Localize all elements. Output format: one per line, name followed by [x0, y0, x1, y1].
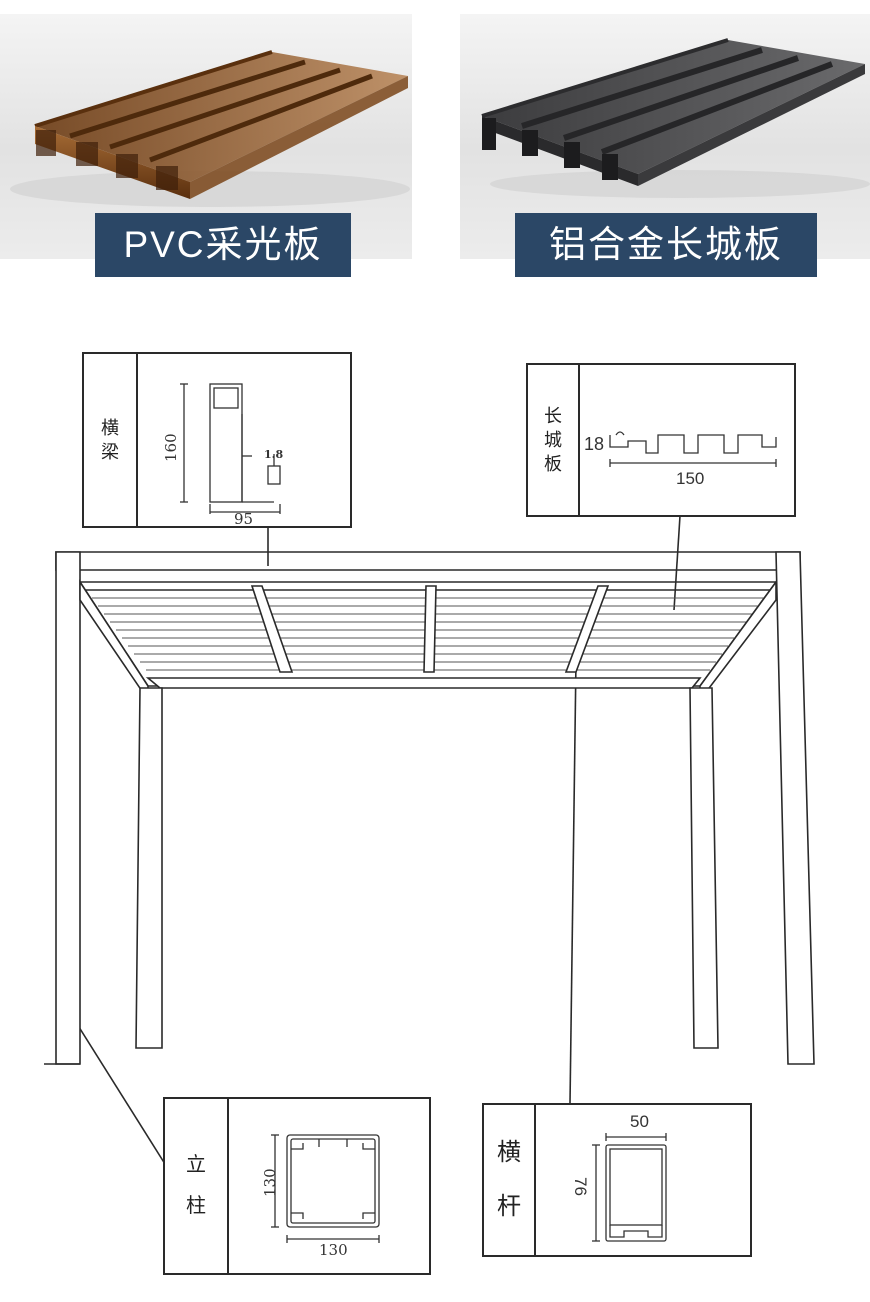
panel-height-label: 18: [584, 434, 605, 454]
pvc-panel-illustration: [10, 50, 410, 207]
panel-leader-line: [673, 515, 681, 611]
rail-leader-line: [569, 659, 577, 1104]
left-back-column: [135, 687, 163, 1049]
purlin-2: [423, 585, 437, 673]
panel-callout: 长 城 板 18 150: [526, 363, 796, 517]
panel-callout-title: 长 城 板: [528, 365, 580, 515]
panel-width-label: 150: [676, 469, 705, 488]
beam-profile-icon: [180, 383, 281, 514]
pvc-panel-photo: [0, 14, 412, 259]
right-back-column: [689, 687, 719, 1049]
purlin-3: [564, 585, 610, 673]
panel-profile-icon: [609, 431, 777, 467]
beam-width-label: 95: [234, 510, 254, 528]
beam-callout-title: 横 梁: [84, 354, 138, 526]
rail-callout: 横 杆 50 76: [482, 1103, 752, 1257]
beam-height-label: 160: [162, 433, 180, 462]
beam-thickness-label: 1.8: [264, 448, 284, 461]
rail-width-label: 50: [630, 1112, 649, 1131]
column-callout: 立 柱 130 130: [163, 1097, 431, 1275]
column-height-label: 130: [261, 1168, 279, 1197]
beam-callout: 横 梁 160 1.8 95: [82, 352, 352, 528]
column-callout-title: 立 柱: [165, 1099, 229, 1273]
right-front-column: [775, 551, 815, 1065]
column-width-label: 130: [319, 1241, 348, 1259]
aluminum-panel-label: 铝合金长城板: [515, 213, 817, 277]
rail-profile-icon: [592, 1133, 667, 1242]
left-front-column: [55, 551, 81, 1065]
pvc-panel-label: PVC采光板: [95, 213, 351, 277]
aluminum-panel-illustration: [481, 38, 870, 198]
purlin-1: [250, 585, 294, 673]
column-leader-line: [71, 1015, 166, 1165]
top-beam: [55, 551, 801, 571]
rail-callout-title: 横 杆: [484, 1105, 536, 1255]
rail-height-label: 76: [571, 1177, 590, 1196]
column-profile-icon: [271, 1134, 380, 1243]
